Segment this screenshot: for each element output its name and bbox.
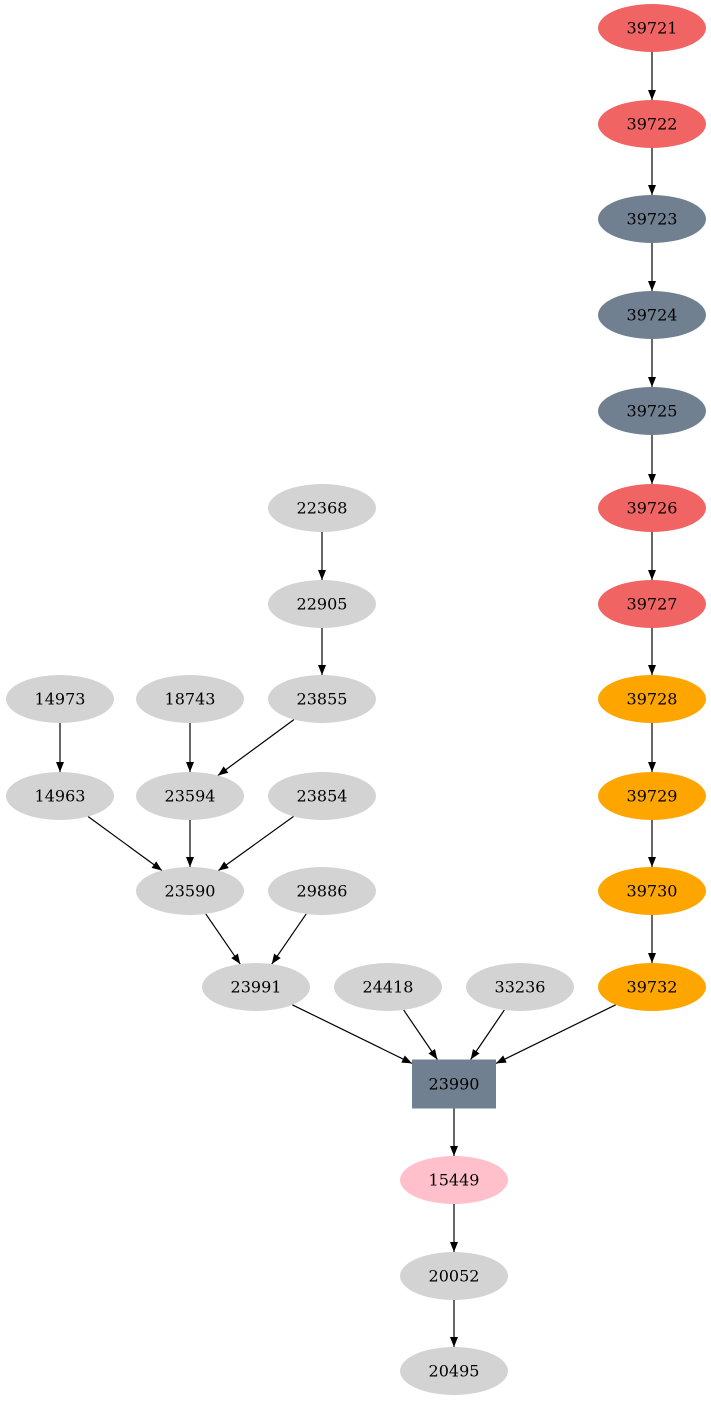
node-box-shape — [412, 1059, 496, 1109]
node-39728[interactable]: 39728 — [598, 675, 706, 723]
node-ellipse-shape — [598, 580, 706, 628]
node-23855[interactable]: 23855 — [268, 675, 376, 723]
node-label: 22905 — [297, 595, 348, 614]
node-ellipse-shape — [598, 963, 706, 1011]
node-39732[interactable]: 39732 — [598, 963, 706, 1011]
node-ellipse-shape — [598, 484, 706, 532]
node-label: 39725 — [627, 402, 678, 421]
node-39729[interactable]: 39729 — [598, 772, 706, 820]
node-label: 15449 — [429, 1171, 480, 1190]
node-ellipse-shape — [136, 675, 244, 723]
node-39726[interactable]: 39726 — [598, 484, 706, 532]
node-ellipse-shape — [268, 580, 376, 628]
node-ellipse-shape — [400, 1347, 508, 1395]
node-39724[interactable]: 39724 — [598, 291, 706, 339]
node-15449[interactable]: 15449 — [400, 1156, 508, 1204]
node-label: 39728 — [627, 690, 678, 709]
node-label: 39729 — [627, 787, 678, 806]
node-label: 22368 — [297, 499, 348, 518]
node-label: 23855 — [297, 690, 348, 709]
node-ellipse-shape — [598, 100, 706, 148]
edges — [56, 52, 656, 1347]
node-label: 23594 — [165, 787, 216, 806]
node-label: 20052 — [429, 1267, 480, 1286]
node-ellipse-shape — [598, 675, 706, 723]
node-23990[interactable]: 23990 — [412, 1059, 496, 1109]
node-ellipse-shape — [598, 195, 706, 243]
node-label: 39723 — [627, 210, 678, 229]
node-23991[interactable]: 23991 — [202, 963, 310, 1011]
node-label: 39721 — [627, 19, 678, 38]
node-14973[interactable]: 14973 — [6, 675, 114, 723]
node-23594[interactable]: 23594 — [136, 772, 244, 820]
node-label: 39726 — [627, 499, 678, 518]
node-label: 23991 — [231, 978, 282, 997]
node-18743[interactable]: 18743 — [136, 675, 244, 723]
node-ellipse-shape — [466, 963, 574, 1011]
node-label: 39730 — [627, 882, 678, 901]
node-39721[interactable]: 39721 — [598, 4, 706, 52]
node-ellipse-shape — [598, 291, 706, 339]
node-label: 23590 — [165, 882, 216, 901]
node-label: 39732 — [627, 978, 678, 997]
node-23590[interactable]: 23590 — [136, 867, 244, 915]
node-ellipse-shape — [400, 1252, 508, 1300]
node-39725[interactable]: 39725 — [598, 387, 706, 435]
node-ellipse-shape — [136, 772, 244, 820]
edge-33236-23990 — [470, 1009, 505, 1060]
edge-39732-23990 — [495, 1004, 616, 1064]
node-label: 14963 — [35, 787, 86, 806]
node-24418[interactable]: 24418 — [334, 963, 442, 1011]
node-label: 18743 — [165, 690, 216, 709]
edge-24418-23990 — [403, 1009, 438, 1060]
node-ellipse-shape — [202, 963, 310, 1011]
node-23854[interactable]: 23854 — [268, 772, 376, 820]
node-label: 39727 — [627, 595, 678, 614]
edge-23854-23590 — [218, 815, 294, 872]
edge-23991-23990 — [292, 1004, 413, 1064]
node-label: 23990 — [429, 1075, 480, 1094]
node-label: 20495 — [429, 1362, 480, 1381]
edge-23855-23594 — [217, 719, 295, 776]
node-39723[interactable]: 39723 — [598, 195, 706, 243]
node-label: 39722 — [627, 115, 678, 134]
edge-29886-23991 — [271, 913, 307, 965]
edge-14963-23590 — [87, 816, 163, 871]
node-39727[interactable]: 39727 — [598, 580, 706, 628]
node-ellipse-shape — [598, 772, 706, 820]
node-ellipse-shape — [334, 963, 442, 1011]
node-label: 39724 — [627, 306, 678, 325]
node-ellipse-shape — [598, 4, 706, 52]
node-label: 23854 — [297, 787, 348, 806]
node-ellipse-shape — [6, 772, 114, 820]
node-label: 24418 — [363, 978, 414, 997]
node-39730[interactable]: 39730 — [598, 867, 706, 915]
node-20495[interactable]: 20495 — [400, 1347, 508, 1395]
node-ellipse-shape — [268, 675, 376, 723]
node-33236[interactable]: 33236 — [466, 963, 574, 1011]
node-ellipse-shape — [136, 867, 244, 915]
node-label: 33236 — [495, 978, 546, 997]
node-ellipse-shape — [268, 484, 376, 532]
node-39722[interactable]: 39722 — [598, 100, 706, 148]
edge-23590-23991 — [205, 913, 241, 965]
node-22905[interactable]: 22905 — [268, 580, 376, 628]
node-ellipse-shape — [400, 1156, 508, 1204]
node-20052[interactable]: 20052 — [400, 1252, 508, 1300]
node-ellipse-shape — [268, 772, 376, 820]
node-label: 29886 — [297, 882, 348, 901]
node-14963[interactable]: 14963 — [6, 772, 114, 820]
node-29886[interactable]: 29886 — [268, 867, 376, 915]
node-label: 14973 — [35, 690, 86, 709]
node-ellipse-shape — [6, 675, 114, 723]
node-ellipse-shape — [598, 867, 706, 915]
node-ellipse-shape — [598, 387, 706, 435]
node-ellipse-shape — [268, 867, 376, 915]
nodes: 39721 39722 39723 39724 39725 39726 39727 39728… — [6, 4, 706, 1395]
node-22368[interactable]: 22368 — [268, 484, 376, 532]
